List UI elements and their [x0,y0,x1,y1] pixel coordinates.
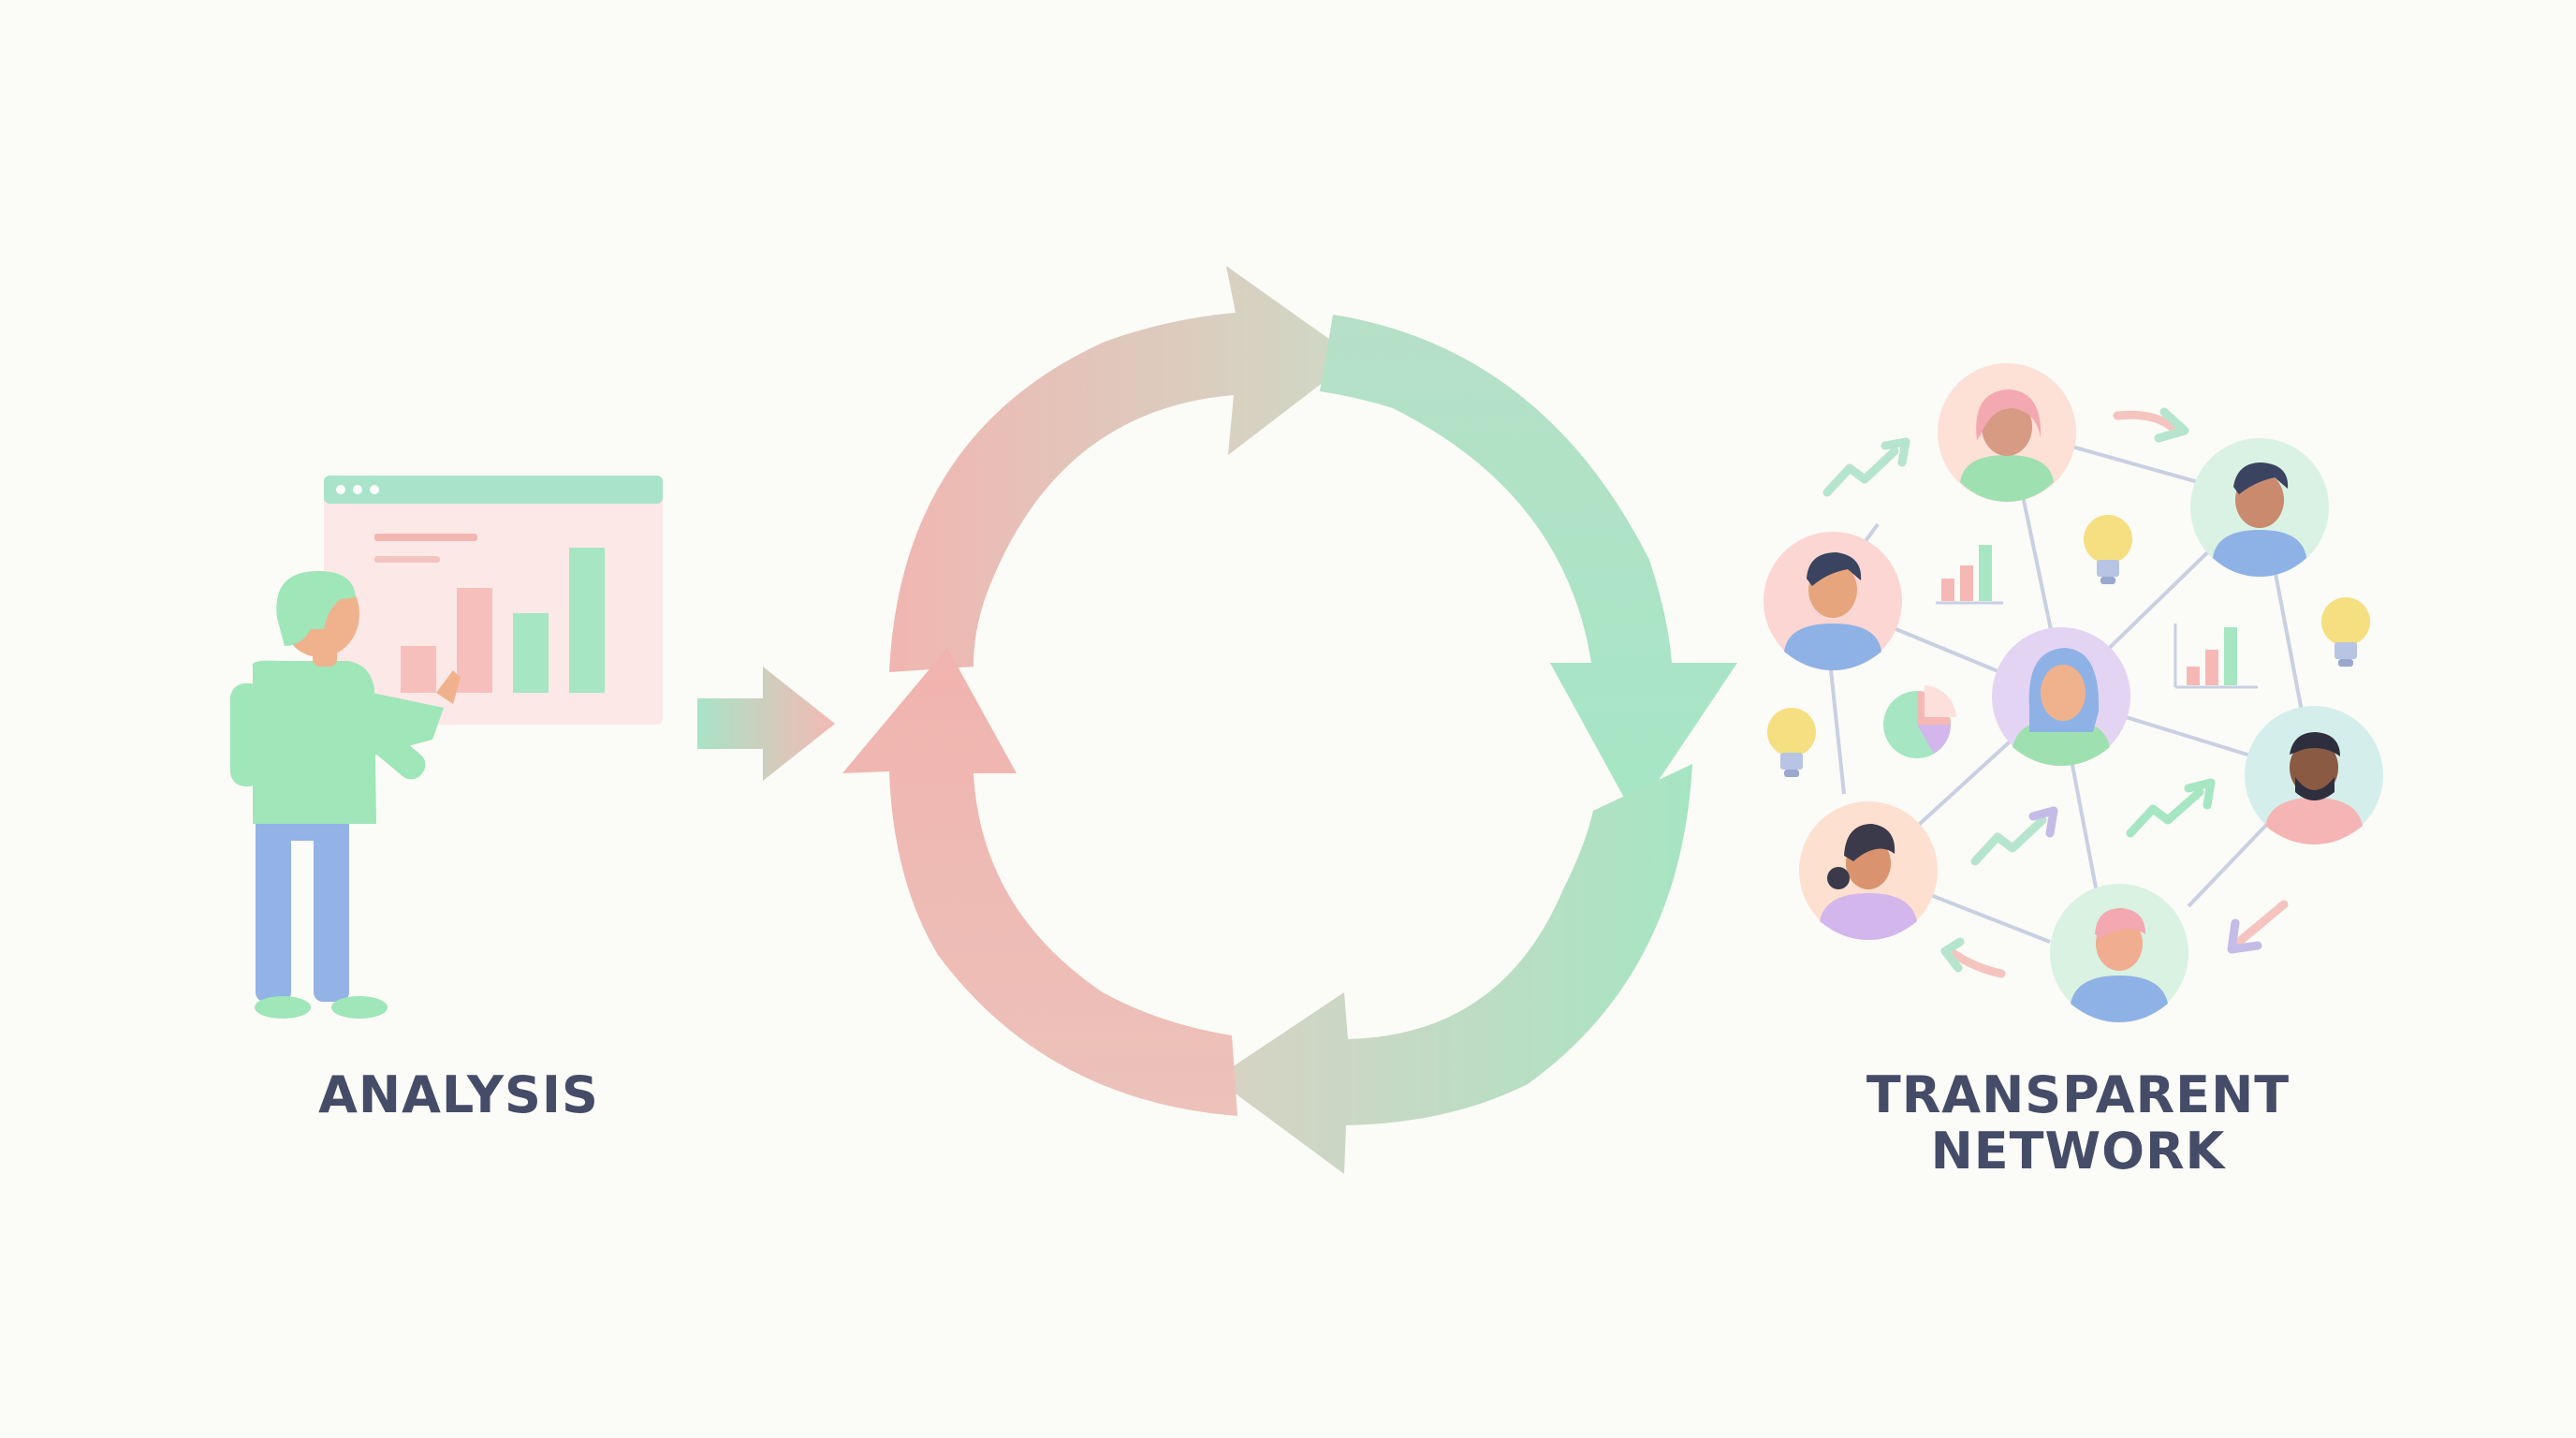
trend-up-arrow-icon [1970,806,2058,866]
person-avatar-icon [2245,706,2383,844]
right-arrow-icon [1940,937,2006,978]
cycle-arrow-bottom [1215,764,1692,1174]
analysis-label: ANALYSIS [318,1065,599,1124]
person-avatar-icon [1764,532,1902,670]
transparent-network-label: TRANSPARENT NETWORK [1816,1065,2340,1181]
trend-up-arrow-icon [1822,437,1910,497]
lightbulb-icon [2084,515,2132,584]
right-arrow-icon [2113,407,2189,443]
pie-chart-icon [1883,685,1956,758]
person-avatar-icon [2190,438,2329,577]
cycle-arrow-top [889,266,1355,672]
right-arrow-icon [2227,900,2289,954]
cycle-arrows-icon [842,266,1737,1174]
analyst-person-icon [230,571,461,1019]
trend-up-arrow-icon [2126,778,2216,838]
analyst-illustration [230,476,663,1019]
browser-window-icon [324,476,663,725]
transparent-network-label-line1: TRANSPARENT [1866,1065,2291,1124]
lightbulb-icon [1767,708,1816,777]
bar-chart-icon [401,548,605,693]
transparent-network-label-line2: NETWORK [1930,1122,2226,1181]
bar-chart-icon [2174,624,2258,689]
person-avatar-icon [1938,363,2076,502]
person-avatar-icon [2050,884,2188,1022]
bar-chart-icon [1936,545,2003,605]
person-avatar-icon [1799,801,1938,940]
right-arrow-icon [697,667,835,781]
person-avatar-icon [1992,627,2130,766]
transparent-network-illustration [1764,363,2383,1022]
cycle-arrow-left [842,648,1237,1116]
lightbulb-icon [2321,597,2370,667]
cycle-arrow-right [1320,315,1737,816]
